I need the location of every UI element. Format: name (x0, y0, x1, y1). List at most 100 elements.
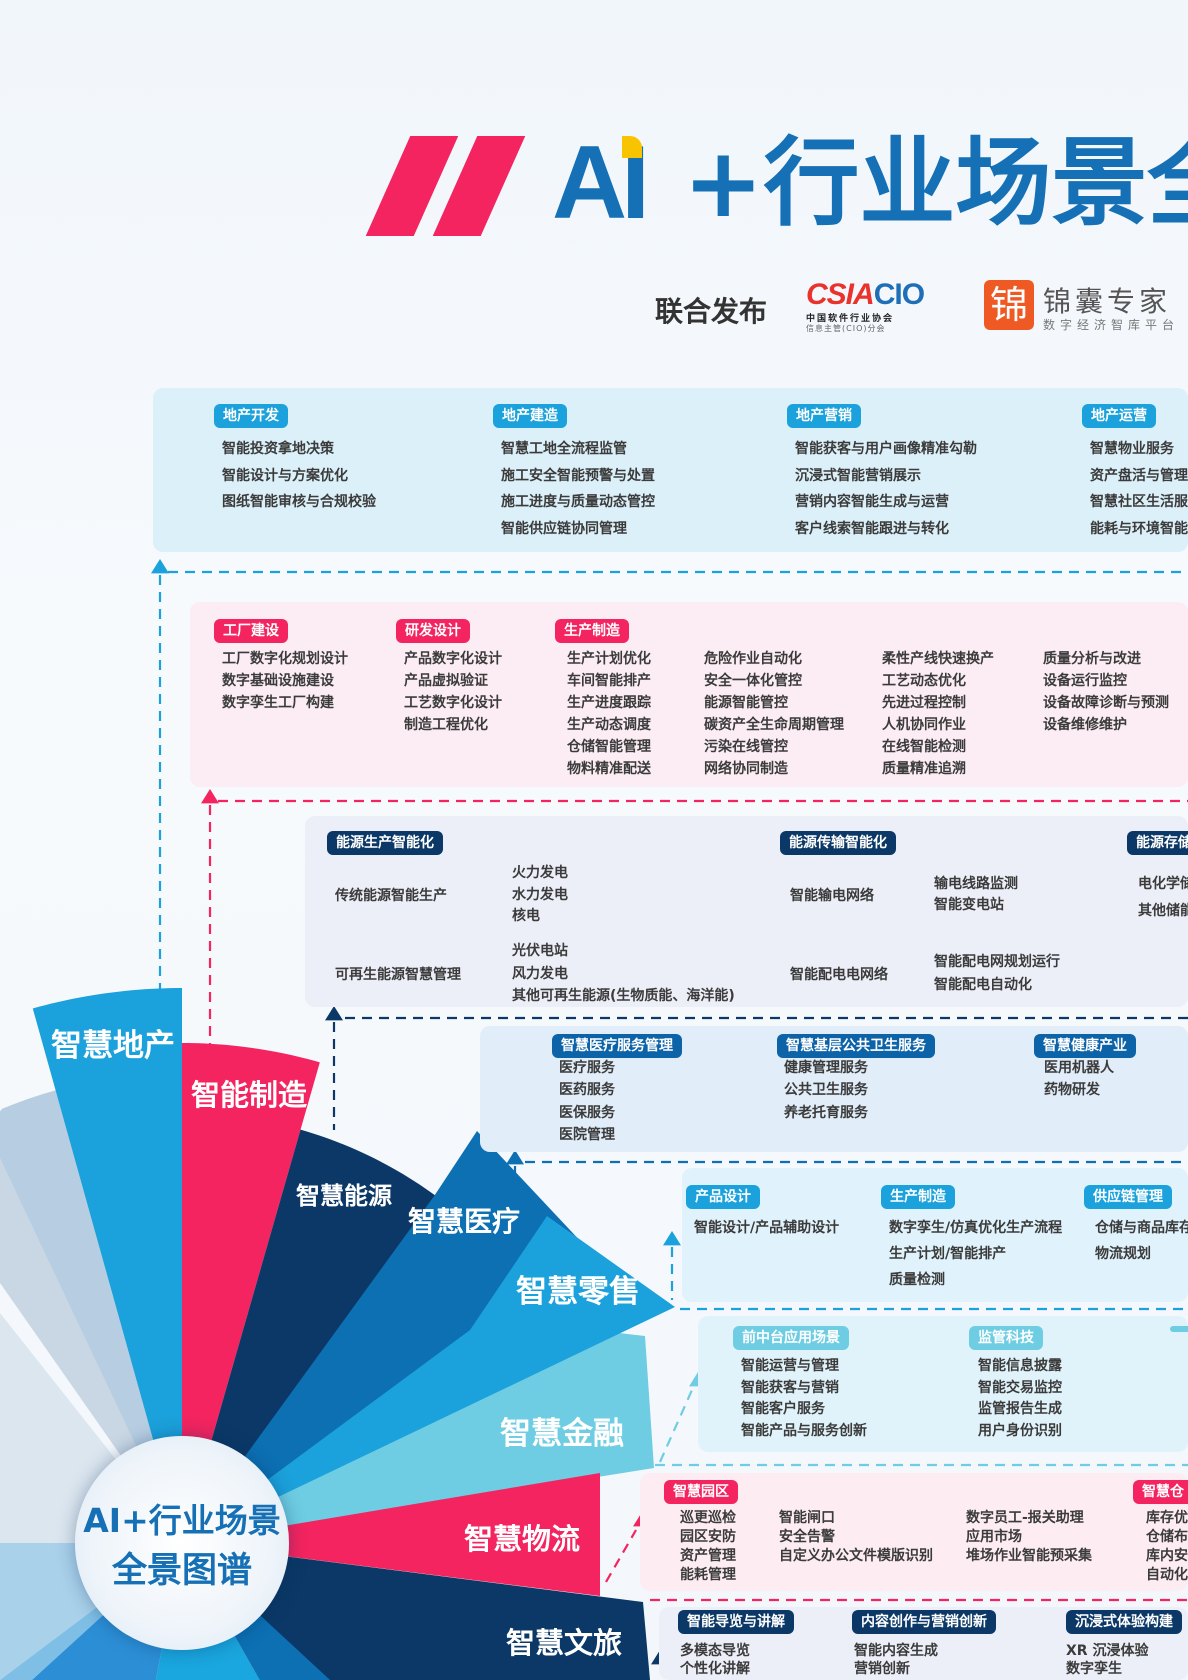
group-header[interactable]: 智能导览与讲解 (678, 1610, 794, 1634)
list-item: 电化学储能 (1138, 876, 1188, 892)
list-item: 智能获客与用户画像精准勾勒 (795, 441, 977, 457)
list-item: 园区安防 (680, 1529, 736, 1545)
sector-label[interactable]: 智慧文旅 (506, 1626, 623, 1660)
branch-target: 风力发电 (512, 966, 568, 982)
list-item: 危险作业自动化 (704, 651, 802, 667)
list-item: 智慧工地全流程监管 (501, 441, 627, 457)
sector-wedge-real-estate (32, 988, 183, 1543)
list-item: 堆场作业智能预采集 (966, 1548, 1092, 1564)
branch-target: 核电 (512, 908, 540, 924)
group-header[interactable]: 供应链管理 (1084, 1185, 1172, 1209)
branch-target: 其他可再生能源(生物质能、海洋能) (512, 988, 735, 1004)
group-header[interactable]: 地产开发 (214, 404, 288, 428)
branch-target: 输电线路监测 (934, 876, 1018, 892)
list-item: 工厂数字化规划设计 (222, 651, 348, 667)
csia-subname: 信息主管(CIO)分会 (806, 324, 886, 333)
sector-label[interactable]: 智慧地产 (51, 1028, 175, 1064)
list-item: 能耗管理 (680, 1567, 736, 1583)
group-header[interactable]: 生产制造 (881, 1185, 955, 1209)
jinnang-tagline: 数字经济智库平台 (1043, 318, 1180, 332)
group-header[interactable]: 监管科技 (969, 1326, 1043, 1350)
panel-energy (305, 816, 1188, 1007)
group-header[interactable]: 能源存储 (1127, 831, 1188, 855)
csia-name: 中国软件行业协会 (806, 314, 895, 324)
arrow-icon (663, 1231, 681, 1246)
csia-cio-logo: CSIACIO (806, 278, 925, 311)
list-item: 个性化讲解 (680, 1661, 750, 1677)
center-hub: AI+行业场景 全景图谱 (75, 1436, 289, 1650)
arrow-icon (151, 559, 169, 574)
list-item: 碳资产全生命周期管理 (704, 716, 844, 733)
group-header[interactable] (1170, 1326, 1188, 1332)
list-item: 营销内容智能生成与运营 (795, 494, 949, 510)
group-header[interactable]: 内容创作与营销创新 (852, 1610, 996, 1634)
list-item: 营销创新 (854, 1661, 910, 1677)
sector-label[interactable]: 智慧医疗 (408, 1205, 521, 1238)
list-item: 资产盘活与管理 (1090, 467, 1188, 484)
branch-target: 智能配电自动化 (934, 977, 1032, 993)
branch-target: 智能配电网规划运行 (934, 954, 1060, 970)
list-item: 智能投资拿地决策 (222, 441, 334, 457)
list-item: XR 沉浸体验 (1066, 1643, 1149, 1659)
list-item: 医疗服务 (559, 1060, 615, 1076)
group-header[interactable]: 智慧健康产业 (1034, 1034, 1136, 1058)
group-header[interactable]: 前中台应用场景 (733, 1326, 849, 1350)
panel-manufacturing (190, 602, 1188, 787)
sector-wedge-manufacturing (182, 1043, 320, 1543)
list-item: 药物研发 (1044, 1082, 1100, 1099)
group-header[interactable]: 地产运营 (1082, 404, 1156, 428)
group-header[interactable]: 能源生产智能化 (327, 831, 443, 855)
list-item: 数字孪生工厂构建 (222, 694, 334, 711)
branch-target: 水力发电 (512, 887, 568, 903)
list-item: 巡更巡检 (680, 1510, 736, 1526)
list-item: 智能获客与营销 (741, 1379, 839, 1396)
list-item: 仓储与商品库存 (1095, 1220, 1188, 1236)
sector-wedge-logistics (182, 1473, 600, 1596)
group-header[interactable]: 地产建造 (493, 404, 567, 428)
group-header[interactable]: 工厂建设 (214, 619, 288, 643)
list-item: 库内安 (1146, 1548, 1188, 1564)
publisher-label: 联合发布 (655, 295, 768, 328)
list-item: 沉浸式智能营销展示 (795, 467, 921, 484)
list-item: 设备维修维护 (1043, 716, 1127, 733)
sector-label[interactable]: 智慧金融 (500, 1416, 624, 1452)
list-item: 施工进度与质量动态管控 (501, 494, 655, 510)
group-header[interactable]: 智慧园区 (664, 1480, 738, 1504)
group-header[interactable]: 产品设计 (686, 1185, 760, 1209)
group-header[interactable]: 智慧基层公共卫生服务 (777, 1034, 935, 1058)
page-title: +行业场景全 (683, 127, 1188, 239)
list-item: 能源智能管控 (704, 694, 788, 711)
list-item: 安全告警 (779, 1529, 835, 1545)
list-item: 数字孪生 (1066, 1661, 1122, 1677)
list-item: 人机协同作业 (882, 716, 966, 733)
list-item: 医用机器人 (1044, 1060, 1114, 1076)
list-item: 其他储能 (1138, 903, 1188, 919)
group-header[interactable]: 地产营销 (787, 404, 861, 428)
sector-label[interactable]: 智能制造 (191, 1078, 308, 1112)
list-item: 设备运行监控 (1043, 672, 1127, 689)
group-header[interactable]: 智慧仓 (1133, 1480, 1188, 1504)
list-item: 数字员工-报关助理 (966, 1510, 1084, 1526)
list-item: 医院管理 (559, 1126, 615, 1143)
group-header[interactable]: 智慧医疗服务管理 (552, 1034, 682, 1058)
list-item: 网络协同制造 (704, 760, 788, 777)
arrow-icon (325, 1006, 343, 1021)
bg-wedge (0, 1089, 182, 1543)
list-item: 能耗与环境智能 (1090, 520, 1188, 537)
list-item: 用户身份识别 (978, 1423, 1062, 1440)
group-header[interactable]: 能源传输智能化 (780, 831, 896, 855)
list-item: 库存优 (1146, 1510, 1188, 1526)
arrow-icon (506, 1150, 524, 1165)
list-item: 制造工程优化 (404, 716, 488, 733)
list-item: 柔性产线快速换产 (882, 651, 994, 667)
branch-target: 智能变电站 (934, 897, 1004, 913)
group-header[interactable]: 沉浸式体验构建 (1066, 1610, 1182, 1634)
group-header[interactable]: 生产制造 (555, 619, 629, 643)
sector-wedge-finance (182, 1326, 654, 1543)
sector-label[interactable]: 智慧能源 (296, 1182, 392, 1210)
sector-label[interactable]: 智慧零售 (516, 1274, 640, 1310)
list-item: 生产计划优化 (567, 651, 651, 667)
sector-label[interactable]: 智慧物流 (464, 1522, 581, 1556)
list-item: 公共卫生服务 (784, 1082, 868, 1099)
group-header[interactable]: 研发设计 (396, 619, 470, 643)
